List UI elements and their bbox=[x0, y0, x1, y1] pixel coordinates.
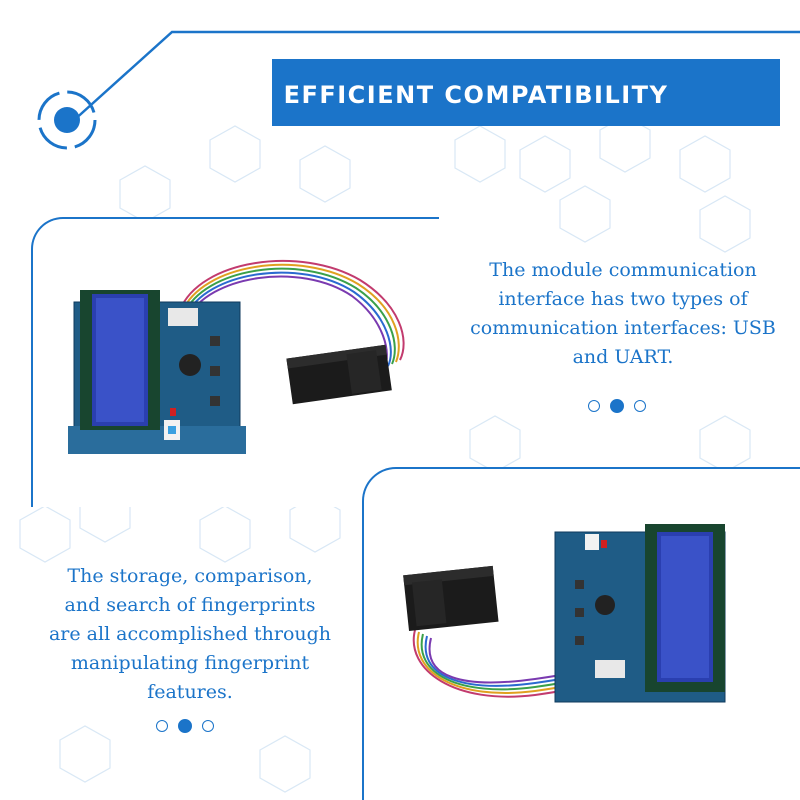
caption-fingerprint-features: The storage, comparison, and search of f… bbox=[20, 562, 360, 707]
caption-line: interface has two types of bbox=[498, 288, 748, 310]
accent-line bbox=[71, 30, 800, 123]
caption-line: and UART. bbox=[572, 346, 674, 368]
target-circle-icon bbox=[37, 90, 97, 150]
title-banner bbox=[272, 59, 780, 126]
caption-line: The module communication bbox=[489, 259, 757, 281]
pagination-dot[interactable] bbox=[588, 400, 600, 412]
caption-line: The storage, comparison, bbox=[67, 565, 313, 587]
product-photo-fingerprint-module-bottom bbox=[403, 524, 726, 703]
product-photo-fingerprint-module-top bbox=[68, 260, 405, 454]
pagination-dot[interactable] bbox=[634, 400, 646, 412]
caption-line: communication interfaces: USB bbox=[470, 317, 776, 339]
pagination-dots bbox=[588, 399, 646, 413]
caption-communication-interface: The module communication interface has t… bbox=[456, 256, 790, 372]
caption-line: and search of fingerprints bbox=[64, 594, 316, 616]
caption-line: manipulating fingerprint bbox=[70, 652, 310, 674]
pagination-dot[interactable] bbox=[202, 720, 214, 732]
pagination-dot[interactable] bbox=[156, 720, 168, 732]
pagination-dots bbox=[156, 719, 214, 733]
pagination-dot-active[interactable] bbox=[178, 719, 192, 733]
caption-line: features. bbox=[147, 681, 233, 703]
caption-line: are all accomplished through bbox=[48, 623, 332, 645]
pagination-dot-active[interactable] bbox=[610, 399, 624, 413]
banner-title: EFFICIENT COMPATIBILITY bbox=[283, 81, 669, 109]
